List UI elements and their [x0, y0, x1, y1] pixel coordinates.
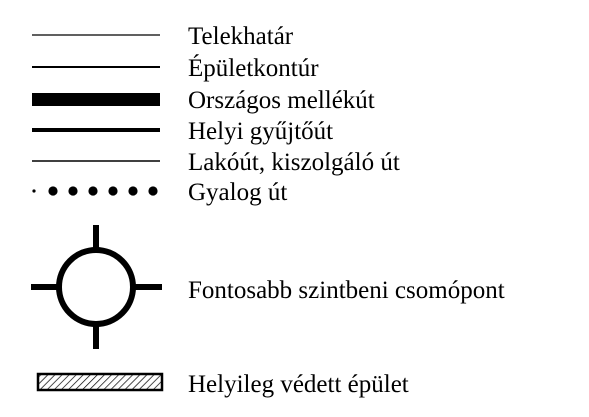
- legend-label-national-secondary-road: Országos mellékút: [188, 87, 375, 114]
- footpath-dotted-line-icon: [32, 186, 158, 196]
- legend-label-building-outline: Épületkontúr: [188, 55, 319, 82]
- residential-road-line-icon: [32, 160, 160, 162]
- property-boundary-line-icon: [32, 34, 160, 36]
- legend-label-local-collector-road: Helyi gyűjtőút: [188, 118, 334, 145]
- national-secondary-road-bar-icon: [32, 93, 160, 106]
- legend-label-at-grade-junction: Fontosabb szintbeni csomópont: [188, 277, 505, 304]
- building-outline-line-icon: [32, 66, 160, 68]
- at-grade-junction-circle-cross-icon: [31, 225, 162, 349]
- locally-protected-building-hatched-icon: [36, 372, 164, 392]
- legend-label-property-boundary: Telekhatár: [188, 23, 294, 50]
- legend-label-footpath: Gyalog út: [188, 179, 288, 206]
- legend-label-residential-road: Lakóút, kiszolgáló út: [188, 149, 400, 176]
- legend-label-locally-protected-building: Helyileg védett épület: [188, 371, 409, 398]
- local-collector-road-line-icon: [32, 128, 160, 132]
